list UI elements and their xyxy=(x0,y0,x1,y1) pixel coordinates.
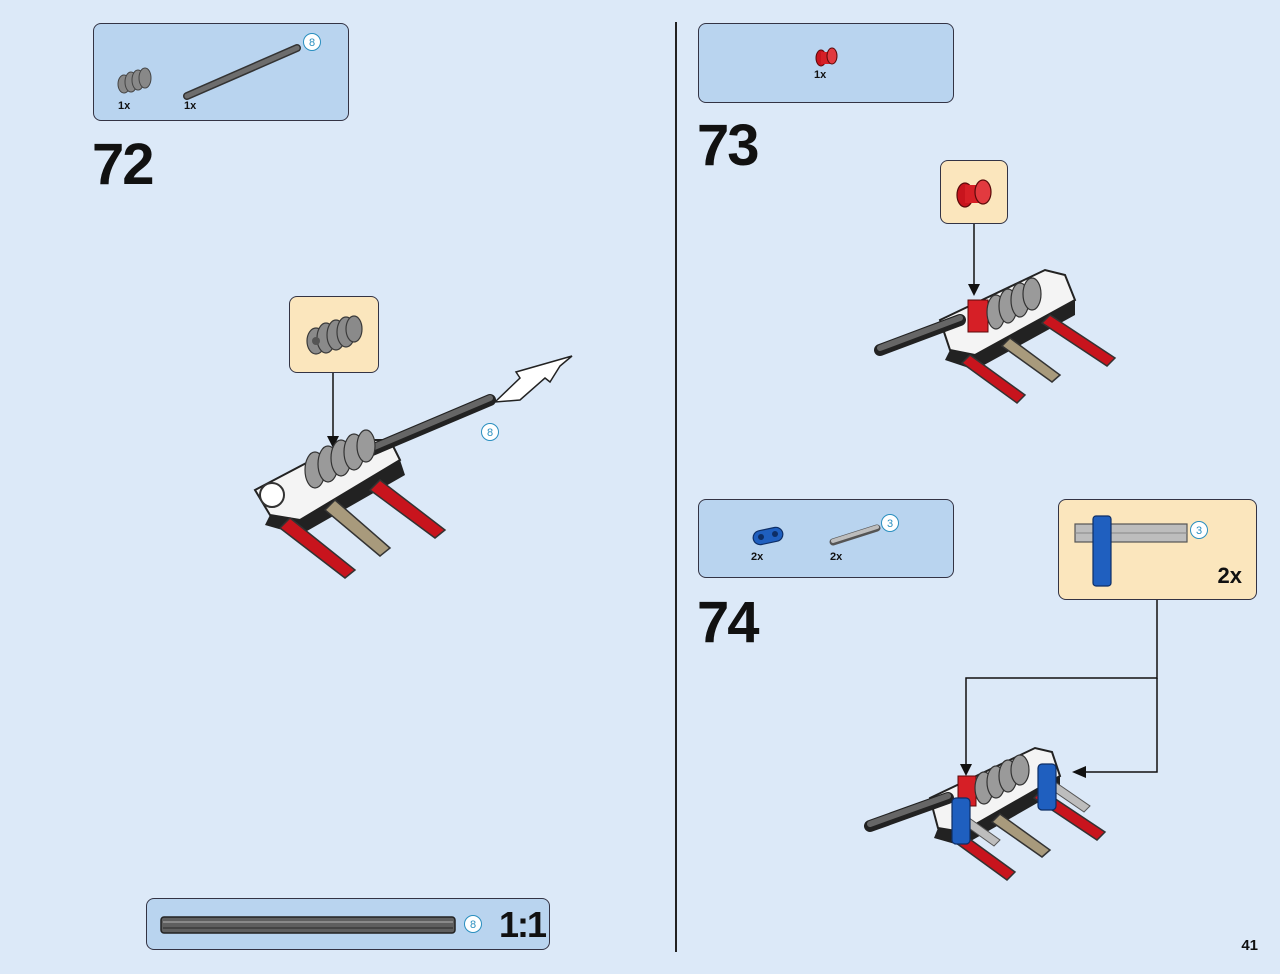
axle-8-ruler-icon xyxy=(160,916,456,934)
step-72-parts-box: 1x 1x 8 xyxy=(93,23,349,121)
axle-3-icon xyxy=(829,524,881,546)
part-qty: 1x xyxy=(184,100,197,112)
step-number: 74 xyxy=(697,590,759,655)
scale-label: 1:1 xyxy=(499,904,547,945)
step-74-model xyxy=(864,746,1107,881)
worm-gear-icon xyxy=(117,67,152,94)
page-number: 41 xyxy=(1241,937,1258,954)
blue-beam-icon xyxy=(752,526,784,546)
step-74-parts-box: 2x 3 2x xyxy=(698,499,954,578)
step-73-callout xyxy=(940,160,1008,224)
callout-qty: 2x xyxy=(1217,563,1242,588)
page-divider xyxy=(675,22,677,952)
scale-ruler-box: 8 1:1 xyxy=(146,898,550,950)
worm-gear-icon xyxy=(306,315,363,355)
step-73-model xyxy=(874,268,1117,404)
step-number: 73 xyxy=(697,113,759,178)
step-73-parts-box: 1x xyxy=(698,23,954,103)
step-72-model xyxy=(253,394,496,579)
part-qty: 1x xyxy=(118,100,131,112)
part-qty: 1x xyxy=(814,69,827,81)
insert-arrow-icon xyxy=(492,355,573,403)
length-badge: 3 xyxy=(881,514,899,532)
red-bush-icon xyxy=(815,47,838,67)
length-badge: 8 xyxy=(303,33,321,51)
axle-in-beam-icon xyxy=(1074,515,1188,587)
length-badge: 8 xyxy=(481,423,499,441)
part-qty: 2x xyxy=(830,551,843,563)
length-badge: 3 xyxy=(1190,521,1208,539)
step-74-callout: 3 2x xyxy=(1058,499,1257,600)
red-bush-icon xyxy=(956,179,992,208)
part-qty: 2x xyxy=(751,551,764,563)
axle-8-icon xyxy=(183,44,301,100)
step-72-callout xyxy=(289,296,379,373)
length-badge: 8 xyxy=(464,915,482,933)
step-number: 72 xyxy=(92,132,154,197)
